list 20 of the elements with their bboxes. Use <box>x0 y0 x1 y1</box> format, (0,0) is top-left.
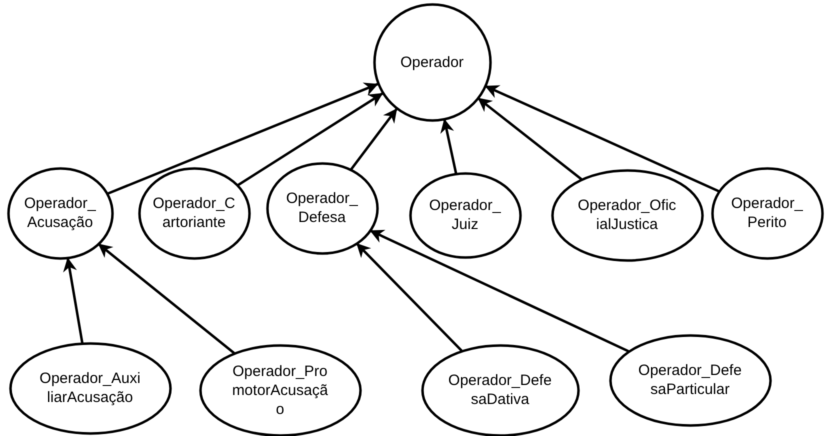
ellipse-node <box>408 172 522 258</box>
node-label: Operador_Perito <box>730 194 804 232</box>
ellipse-node <box>372 2 492 122</box>
ellipse-node <box>550 168 704 262</box>
node-label: Operador_Acusação <box>24 194 96 232</box>
node-label: Operador_AuxiliarAcusação <box>38 369 142 407</box>
node-label: Operador_Juiz <box>428 196 502 234</box>
node-label: Operador_Defesa <box>285 189 359 227</box>
node-label: Operador_Cartoriante <box>152 194 236 232</box>
ellipse-node <box>710 166 824 260</box>
node-label: Operador <box>399 52 465 72</box>
ellipse-node <box>138 166 250 260</box>
ellipse-node <box>266 162 378 254</box>
ellipse-node <box>8 342 172 434</box>
node-label: Operador_PromotorAcusação <box>231 362 329 418</box>
node-label: Operador_DefesaDativa <box>448 371 552 409</box>
node-label: Operador_DefesaParticular <box>638 361 742 399</box>
ellipse-node <box>608 334 772 426</box>
ellipse-node <box>6 166 114 260</box>
node-label: Operador_OficialJustica <box>577 196 677 234</box>
